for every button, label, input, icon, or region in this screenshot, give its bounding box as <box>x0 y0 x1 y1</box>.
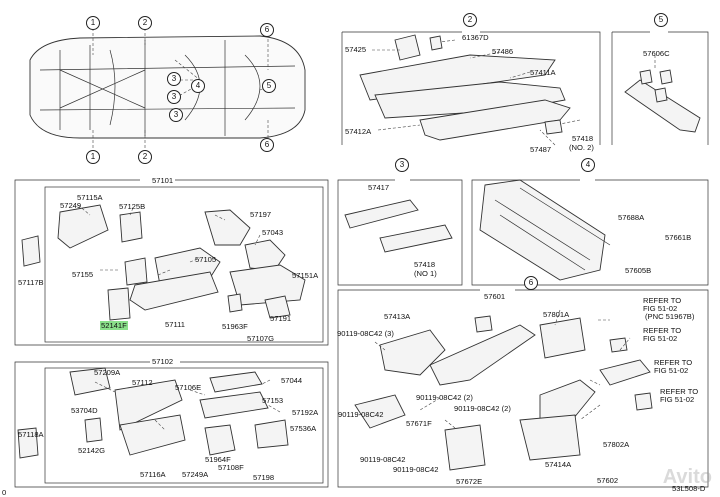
diagram-code: 53L508-D <box>672 484 706 493</box>
part-label[interactable]: 52142G <box>78 446 106 455</box>
part-label[interactable]: 57151A <box>292 271 319 280</box>
part-label[interactable]: 57414A <box>545 460 572 469</box>
ref-circle-6[interactable]: 6 <box>260 138 274 152</box>
refer-note-3-fig[interactable]: FIG 51-02 <box>654 366 689 375</box>
group-6-parts <box>337 289 709 488</box>
part-label[interactable]: 90119-08C42 (3) <box>337 329 394 338</box>
part-label[interactable]: 57536A <box>290 424 317 433</box>
part-label[interactable]: 51964F <box>205 455 231 464</box>
part-label[interactable]: 57801A <box>543 310 570 319</box>
part-label[interactable]: 51963F <box>222 322 248 331</box>
group-header-57102: 57102 <box>152 357 174 366</box>
part-label[interactable]: 57115A <box>77 193 103 202</box>
ref-circle-1[interactable]: 1 <box>86 16 100 30</box>
part-label[interactable]: 57108F <box>218 463 244 472</box>
refer-note-4-fig[interactable]: FIG 51-02 <box>660 395 695 404</box>
part-label-note: (NO. 2) <box>569 143 594 152</box>
part-label[interactable]: 57118A <box>18 430 44 439</box>
part-label[interactable]: 57602 <box>597 476 619 485</box>
refer-note-3: REFER TO <box>654 358 693 367</box>
part-label[interactable]: 90119-08C42 (2) <box>416 393 473 402</box>
part-label[interactable]: 57111 <box>165 320 185 329</box>
part-label[interactable]: 57209A <box>94 368 121 377</box>
part-label[interactable]: 57112 <box>132 378 153 387</box>
part-label[interactable]: 57418 <box>414 260 436 269</box>
ref-circle-2[interactable]: 2 <box>138 16 152 30</box>
group-circle-4[interactable]: 4 <box>581 158 595 172</box>
part-label[interactable]: 57043 <box>262 228 284 237</box>
part-label[interactable]: 57418 <box>572 134 594 143</box>
ref-circle-3[interactable]: 3 <box>169 108 183 122</box>
page-marker: 0 <box>2 488 7 497</box>
part-label[interactable]: 57412A <box>345 127 372 136</box>
refer-note-1-fig[interactable]: FIG 51-02 <box>643 304 678 313</box>
ref-circle-3[interactable]: 3 <box>167 72 181 86</box>
part-label[interactable]: 90119-08C42 <box>360 455 406 464</box>
ref-circle-4[interactable]: 4 <box>191 79 205 93</box>
part-label[interactable]: 90119-08C42 <box>338 410 384 419</box>
part-label[interactable]: 57125B <box>119 202 146 211</box>
part-label[interactable]: 57106E <box>175 383 202 392</box>
part-label[interactable]: 57191 <box>270 314 292 323</box>
watermark: Avito <box>662 466 712 488</box>
group-circle-3[interactable]: 3 <box>395 158 409 172</box>
group-1b-parts <box>14 361 329 488</box>
part-label[interactable]: 57486 <box>492 47 514 56</box>
part-label[interactable]: 57661B <box>665 233 692 242</box>
part-label[interactable]: 57155 <box>72 270 94 279</box>
part-label[interactable]: 90119-08C42 (2) <box>454 404 511 413</box>
part-label[interactable]: 57197 <box>250 210 272 219</box>
part-label[interactable]: 57192A <box>292 408 319 417</box>
group-circle-6[interactable]: 6 <box>524 276 538 290</box>
part-label[interactable]: 61367D <box>462 33 489 42</box>
ref-circle-2[interactable]: 2 <box>138 150 152 164</box>
part-label[interactable]: 57487 <box>530 145 552 154</box>
part-label[interactable]: 57044 <box>281 376 303 385</box>
part-label[interactable]: 57671F <box>406 419 432 428</box>
ref-circle-5[interactable]: 5 <box>262 79 276 93</box>
part-label[interactable]: 57249A <box>182 470 209 479</box>
refer-note-2-fig[interactable]: FIG 51-02 <box>643 334 678 343</box>
group-circle-5[interactable]: 5 <box>654 13 668 27</box>
part-label[interactable]: 57688A <box>618 213 645 222</box>
group-header-57601: 57601 <box>484 292 506 301</box>
part-label[interactable]: 57425 <box>345 45 367 54</box>
group-2-parts <box>341 31 601 146</box>
chassis-overview <box>29 28 306 158</box>
part-label[interactable]: 57153 <box>262 396 284 405</box>
part-label[interactable]: 57606C <box>643 49 670 58</box>
refer-note-1-pnc: (PNC 51967B) <box>645 312 695 321</box>
group-1-parts <box>14 179 329 346</box>
part-label[interactable]: 57672E <box>456 477 483 486</box>
refer-note-4: REFER TO <box>660 387 699 396</box>
part-label[interactable]: 57105 <box>195 255 217 264</box>
group-header-57101: 57101 <box>152 176 174 185</box>
group-3-parts <box>337 179 463 286</box>
part-label[interactable]: 57413A <box>384 312 411 321</box>
part-label-note: (NO 1) <box>414 269 437 278</box>
refer-note-1: REFER TO <box>643 296 682 305</box>
ref-circle-1[interactable]: 1 <box>86 150 100 164</box>
ref-circle-3[interactable]: 3 <box>167 90 181 104</box>
part-label[interactable]: 57116A <box>140 470 166 479</box>
ref-circle-6[interactable]: 6 <box>260 23 274 37</box>
part-label[interactable]: 57411A <box>530 68 556 77</box>
group-circle-2[interactable]: 2 <box>463 13 477 27</box>
part-label[interactable]: 57249 <box>60 201 82 210</box>
part-label[interactable]: 57117B <box>18 278 44 287</box>
part-label-highlighted[interactable]: 52141F <box>100 321 128 330</box>
part-label[interactable]: 57198 <box>253 473 275 482</box>
highlight-52141f[interactable]: 52141F <box>100 321 128 330</box>
part-label[interactable]: 57417 <box>368 183 390 192</box>
group-5-parts <box>611 31 709 145</box>
group-4-parts <box>471 179 709 286</box>
refer-note-2: REFER TO <box>643 326 682 335</box>
part-label[interactable]: 53704D <box>71 406 98 415</box>
part-label[interactable]: 57605B <box>625 266 652 275</box>
part-label[interactable]: 90119-08C42 <box>393 465 439 474</box>
part-label[interactable]: 57107G <box>247 334 275 343</box>
part-label[interactable]: 57802A <box>603 440 630 449</box>
